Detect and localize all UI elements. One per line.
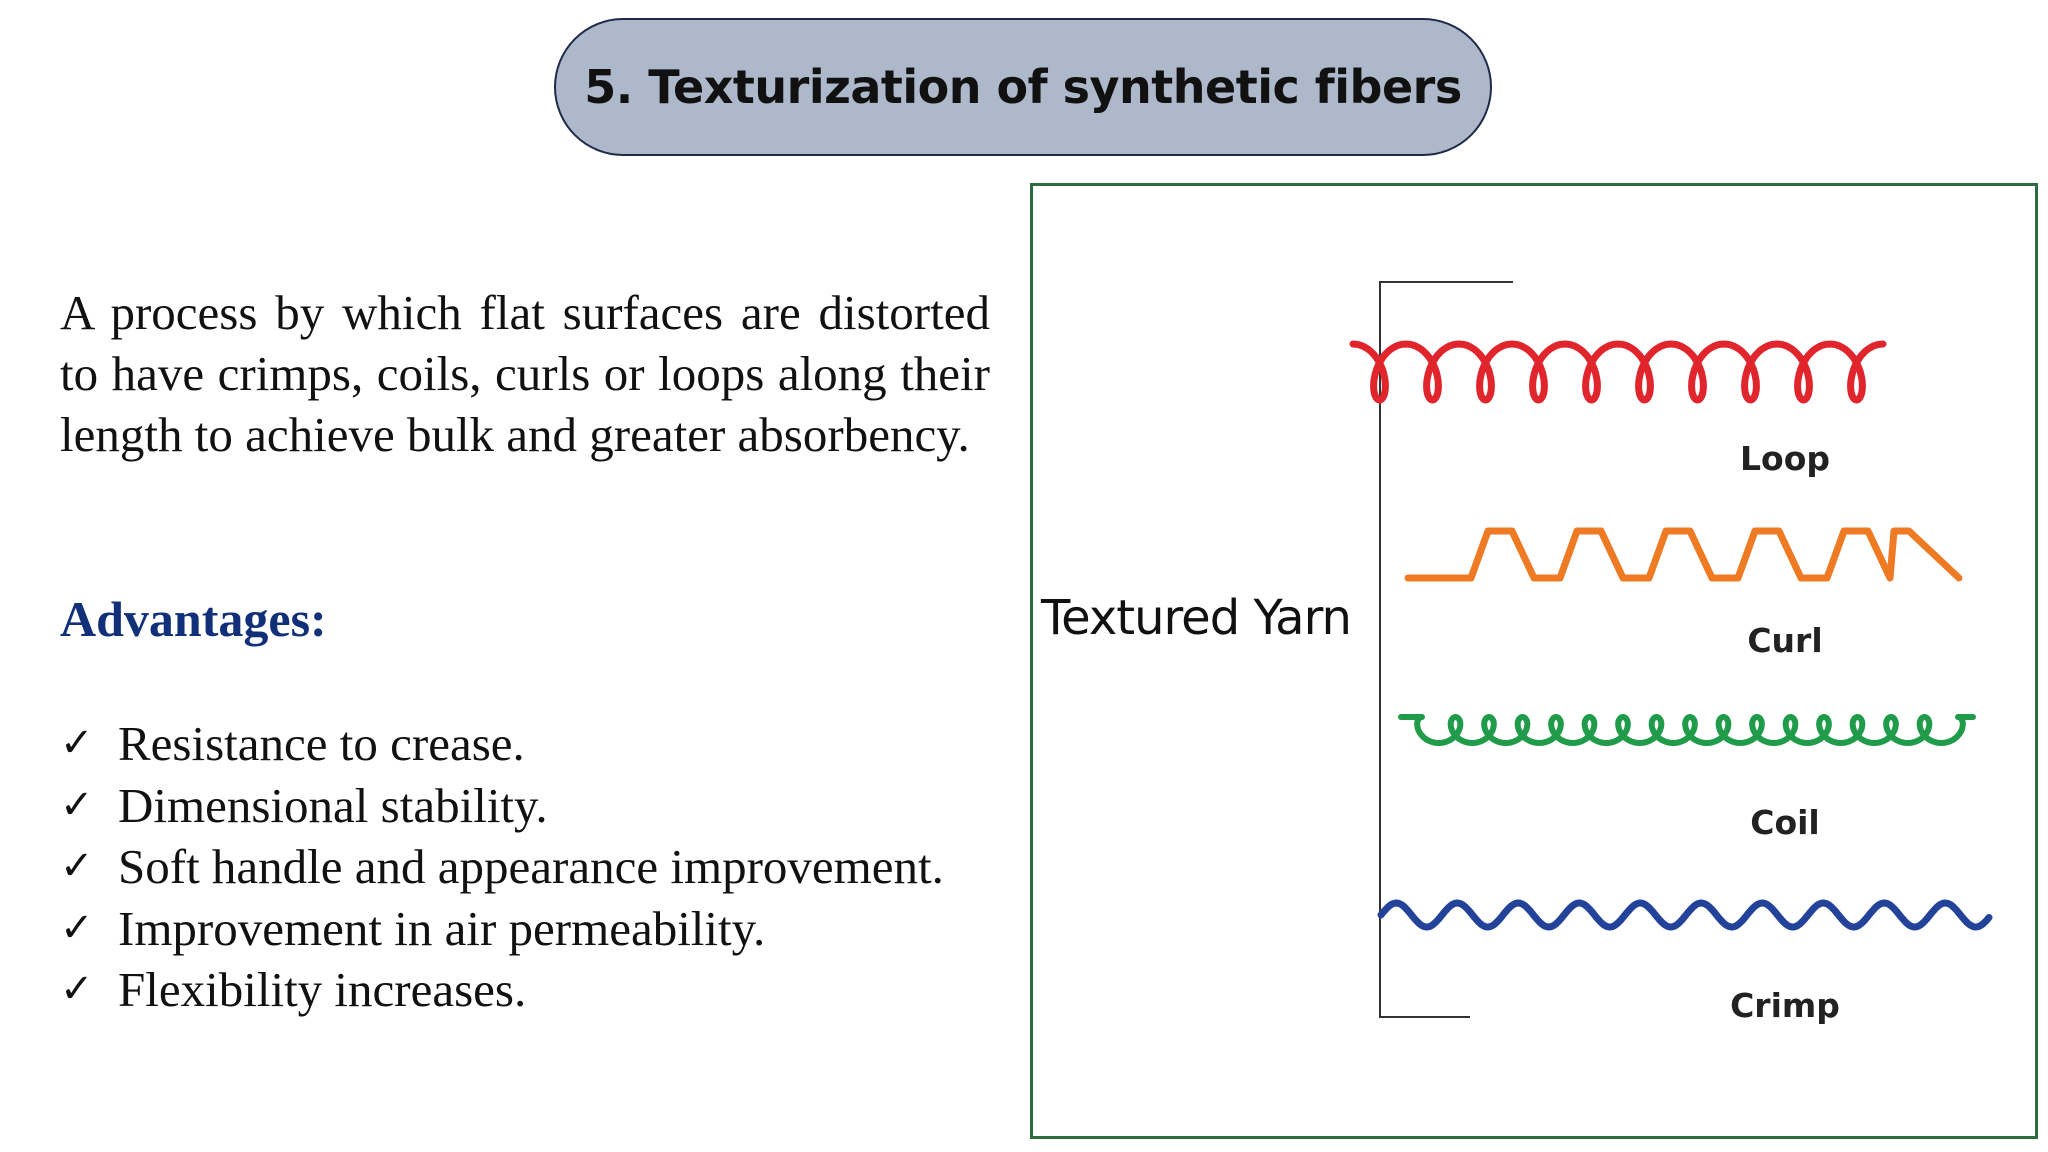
check-icon: ✓ [60,843,94,889]
check-icon: ✓ [60,720,94,766]
check-icon: ✓ [60,904,94,951]
texture-illustration [1349,281,1993,1018]
check-icon: ✓ [60,781,94,828]
advantage-text: Improvement in air permeability. [118,900,766,956]
advantage-text: Dimensional stability. [118,777,548,833]
slide-title: 5. Texturization of synthetic fibers [584,60,1462,114]
advantage-item: ✓ Improvement in air permeability. [60,898,944,960]
loop-label: Loop [1740,439,1830,478]
advantages-heading: Advantages: [60,591,327,647]
grouping-bracket [1379,281,1513,1018]
crimp-fiber-line [1377,899,1993,931]
check-icon: ✓ [60,966,94,1012]
advantage-text: Soft handle and appearance improvement. [118,839,944,894]
curl-label: Curl [1747,621,1823,660]
crimp-label: Crimp [1730,986,1840,1025]
advantage-text: Resistance to crease. [118,716,525,771]
advantage-item: ✓ Resistance to crease. [60,713,944,775]
textured-yarn-figure: Textured Yarn Loop Curl Coil Crimp [1030,183,2038,1139]
coil-fiber-line [1398,714,1976,746]
definition-paragraph: A process by which flat surfaces are dis… [60,285,990,462]
advantage-text: Flexibility increases. [118,962,527,1017]
textured-yarn-label: Textured Yarn [1041,590,1352,646]
title-banner: 5. Texturization of synthetic fibers [554,18,1492,156]
advantage-item: ✓ Soft handle and appearance improvement… [60,836,944,898]
coil-label: Coil [1750,803,1820,842]
advantage-item: ✓ Flexibility increases. [60,959,944,1021]
loop-fiber-line [1349,340,1887,404]
advantage-item: ✓ Dimensional stability. [60,775,944,837]
curl-fiber-line [1404,527,1963,582]
advantages-list: ✓ Resistance to crease. ✓ Dimensional st… [60,713,944,1021]
